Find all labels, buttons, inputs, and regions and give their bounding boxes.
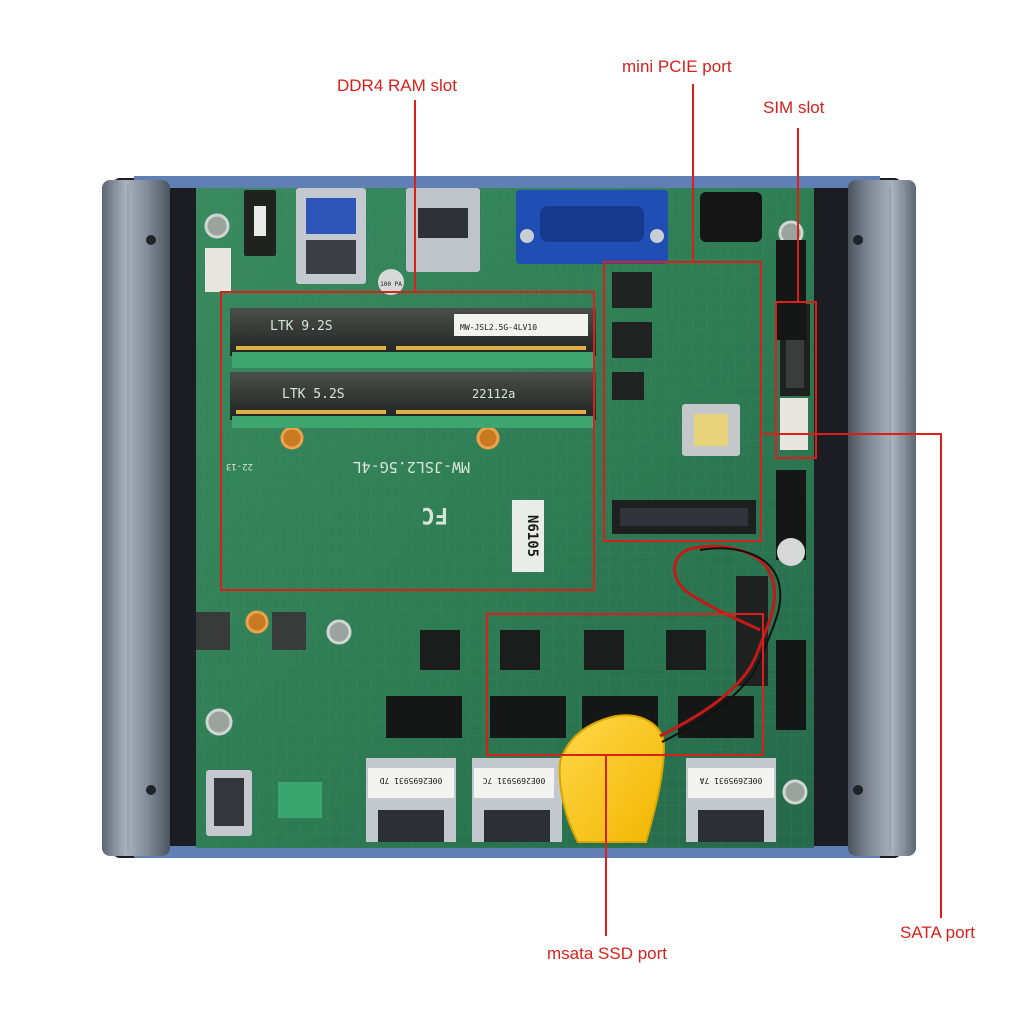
lan-sticker-1: 00E2695931 7D bbox=[380, 776, 443, 785]
fc-mark: FC bbox=[422, 502, 449, 527]
mini-pcie-label: mini PCIE port bbox=[622, 57, 732, 76]
sim-highlight-box bbox=[775, 301, 817, 459]
mounting-holes bbox=[204, 213, 808, 805]
dimm-code: 22112a bbox=[472, 387, 515, 401]
board-silkscreen: MW-JSL2.5G-4L FC 22-13 N6105 bbox=[226, 458, 544, 572]
lan-sticker-2: 00E2695931 7C bbox=[483, 776, 546, 785]
msata-port-label: msata SSD port bbox=[547, 944, 667, 963]
callout-lines bbox=[220, 84, 942, 936]
cpu-label: N6105 bbox=[524, 515, 540, 557]
board-revision: 22-13 bbox=[226, 461, 253, 471]
sata-port-label: SATA port bbox=[900, 923, 975, 942]
ram-highlight-box bbox=[220, 291, 595, 591]
lan-controllers bbox=[196, 612, 754, 738]
dimm1-sticker: LTK 9.2S bbox=[270, 319, 333, 334]
cmos-battery bbox=[558, 544, 782, 843]
mpcie-highlight-box bbox=[603, 261, 762, 542]
sata-callout-line bbox=[763, 433, 942, 918]
lan-sticker-3: 00E2695931 7A bbox=[700, 776, 763, 785]
right-connectors bbox=[612, 240, 810, 730]
serial-sticker: MW-JSL2.5G-4LV10 bbox=[460, 323, 537, 332]
ram-slot-label: DDR4 RAM slot bbox=[337, 76, 457, 95]
msata-highlight-box bbox=[486, 613, 764, 756]
bottom-ports: 00E2695931 7D 00E2695931 7C 00E2695931 7… bbox=[206, 758, 776, 842]
sim-slot-label: SIM slot bbox=[763, 98, 825, 117]
board-model: MW-JSL2.5G-4L bbox=[353, 458, 470, 476]
dimm2-sticker: LTK 5.2S bbox=[282, 387, 345, 402]
capacitor-label: 100 PA bbox=[380, 281, 402, 288]
top-io-ports: 100 PA bbox=[205, 188, 762, 295]
ram-modules: LTK 9.2S LTK 5.2S 22112a MW-JSL2.5G-4LV1… bbox=[230, 308, 596, 428]
